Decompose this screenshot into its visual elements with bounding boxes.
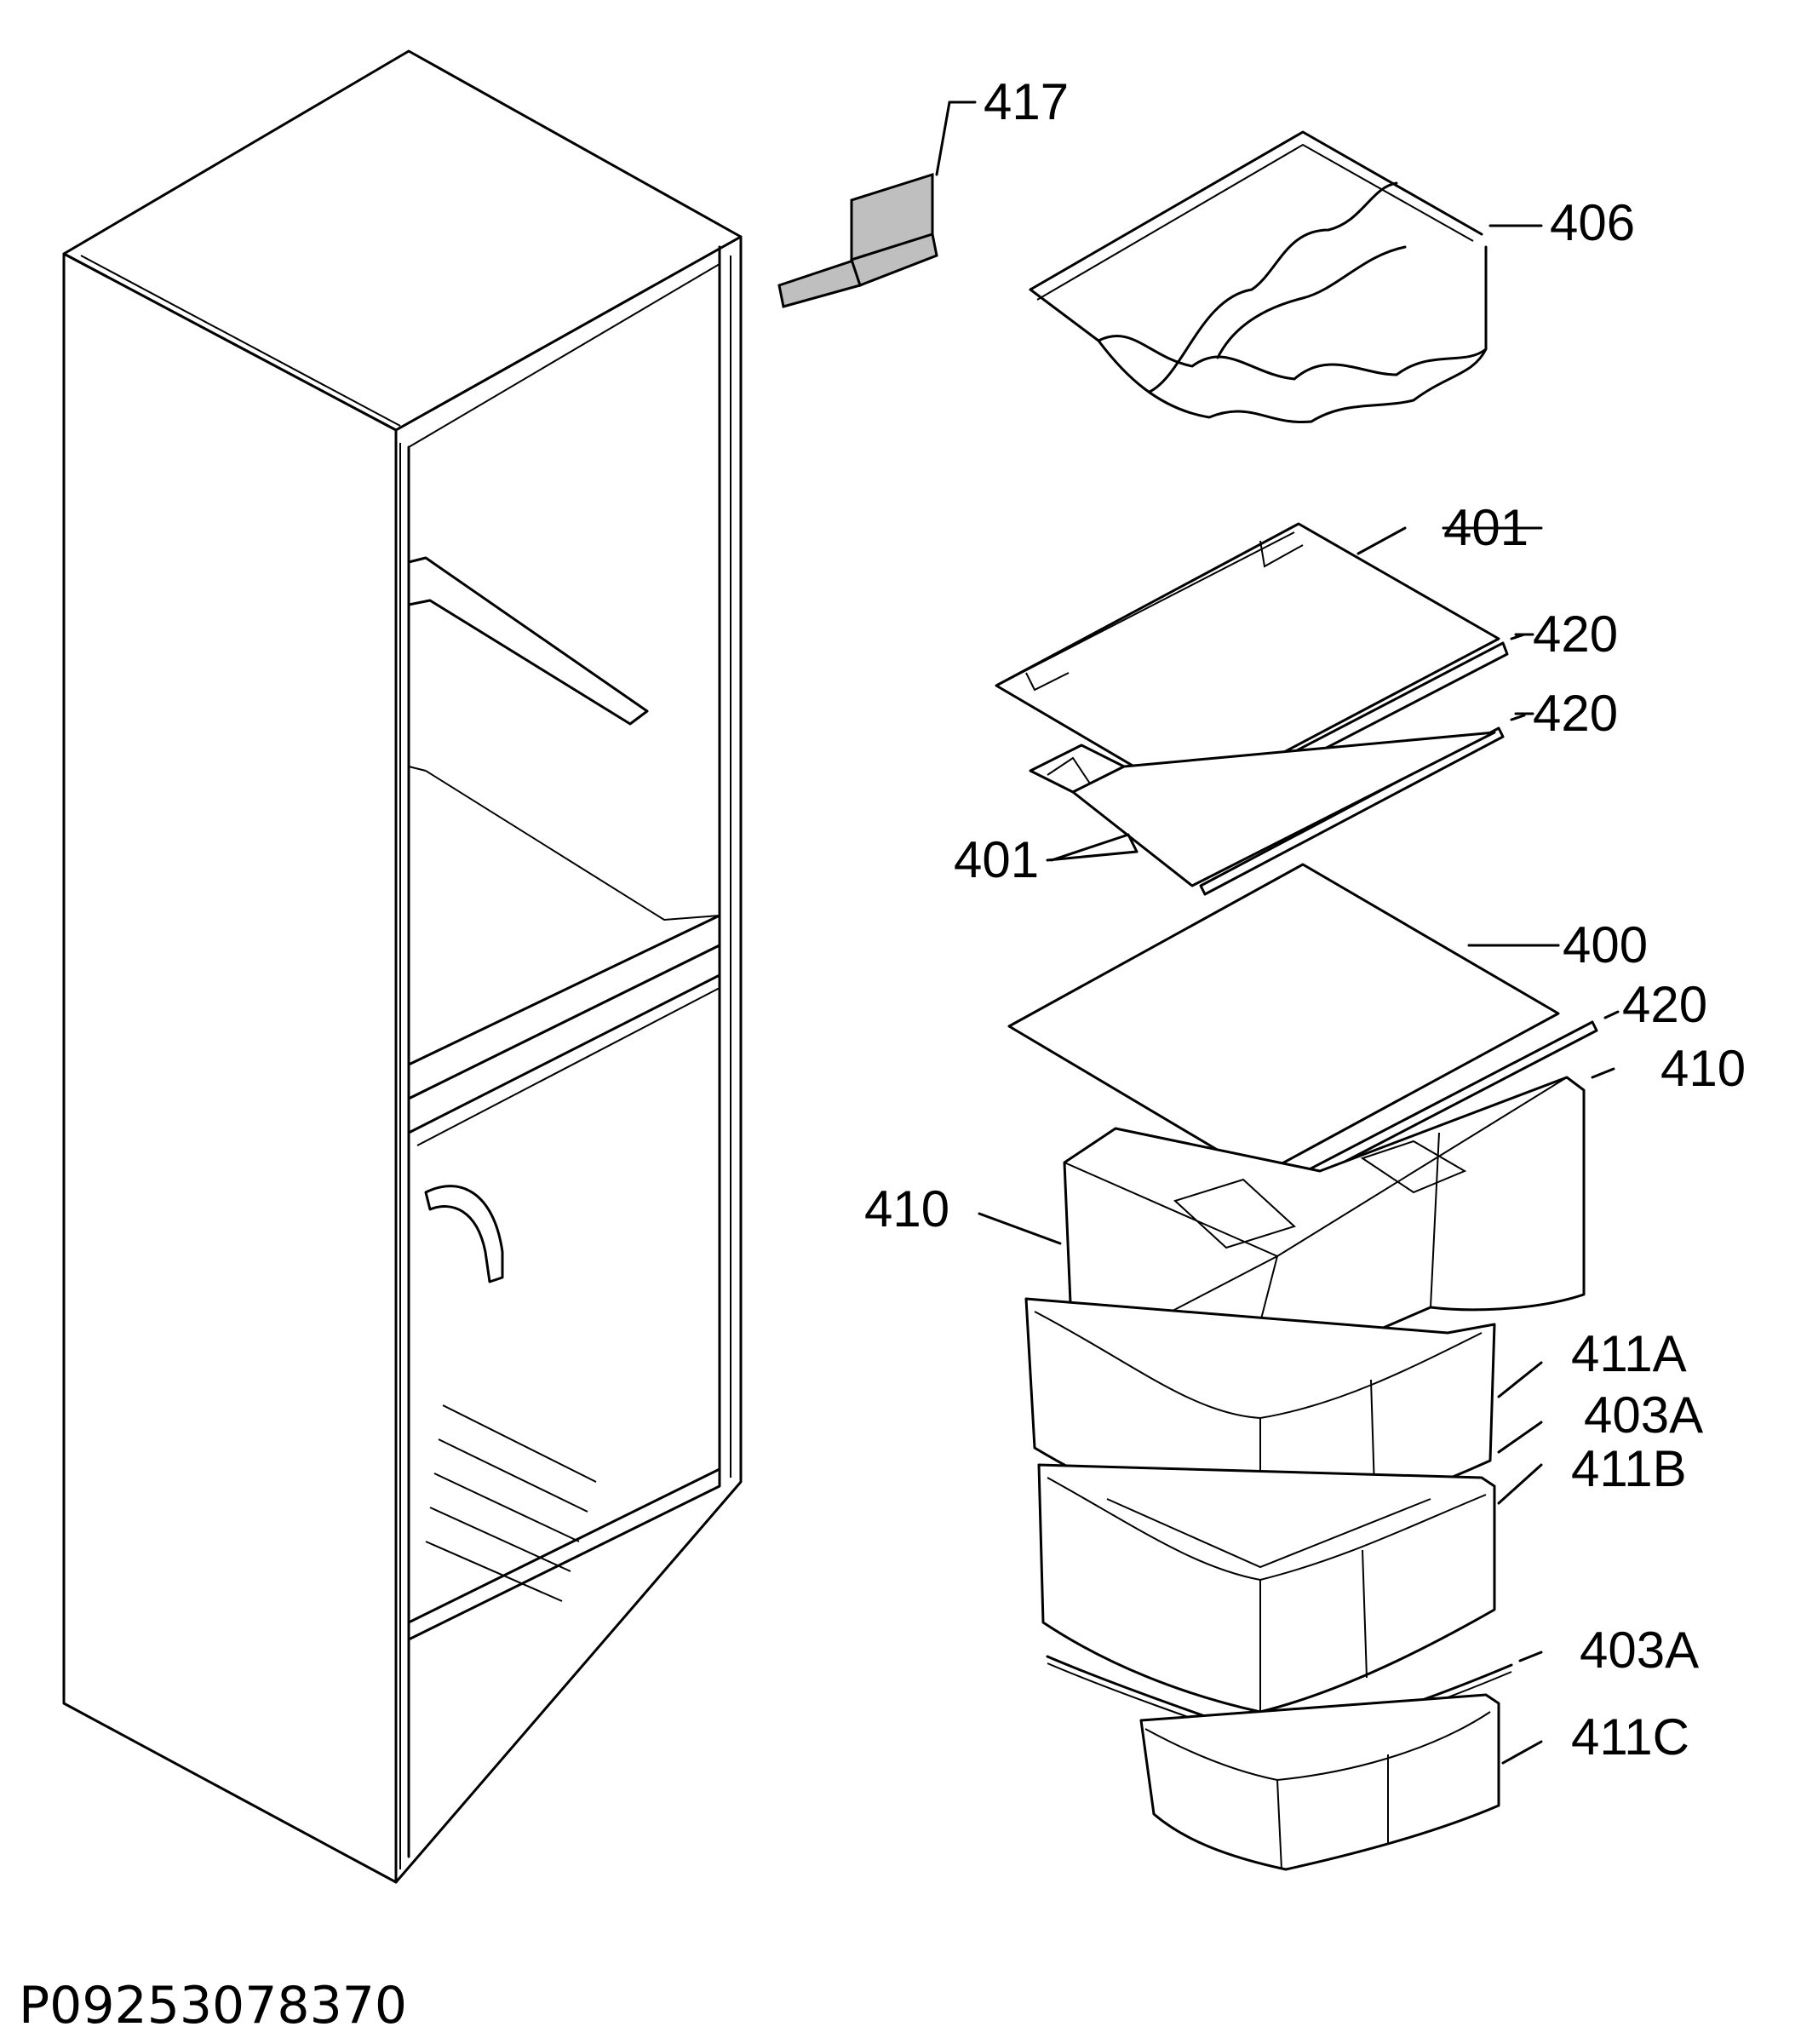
label-401-lower: 401 [954, 831, 1039, 888]
label-417: 417 [984, 73, 1069, 130]
label-420-middle: 420 [1533, 685, 1618, 742]
label-400: 400 [1563, 916, 1648, 973]
label-411c: 411C [1571, 1708, 1689, 1766]
part-400-glass-cover [1007, 863, 1560, 1177]
part-420-trims [1199, 633, 1620, 1194]
label-420-lower: 420 [1622, 976, 1707, 1033]
part-411b-drawer [1037, 1421, 1543, 1714]
document-code: P09253078370 [19, 1976, 407, 2035]
label-410-right: 410 [1660, 1040, 1746, 1097]
part-401-upper-shelf [995, 522, 1500, 802]
part-labels: 417 406 401 420 420 401 400 420 410 410 … [864, 73, 1746, 1766]
label-410-left: 410 [864, 1180, 949, 1237]
label-411a: 411A [1571, 1325, 1687, 1382]
label-406: 406 [1550, 194, 1635, 251]
label-403a-upper: 403A [1584, 1387, 1703, 1444]
part-406-bottle-rack [1029, 130, 1543, 424]
label-420-upper: 420 [1533, 606, 1618, 663]
label-411b: 411B [1571, 1440, 1687, 1497]
part-411c-drawer [1139, 1693, 1543, 1871]
part-401-lower-shelf [1029, 731, 1496, 887]
part-417-clip [777, 100, 977, 308]
leader-lines [1046, 526, 1560, 947]
label-403a-lower: 403A [1580, 1622, 1699, 1679]
fridge-cabinet [62, 49, 743, 1884]
label-401-upper: 401 [1443, 499, 1529, 556]
